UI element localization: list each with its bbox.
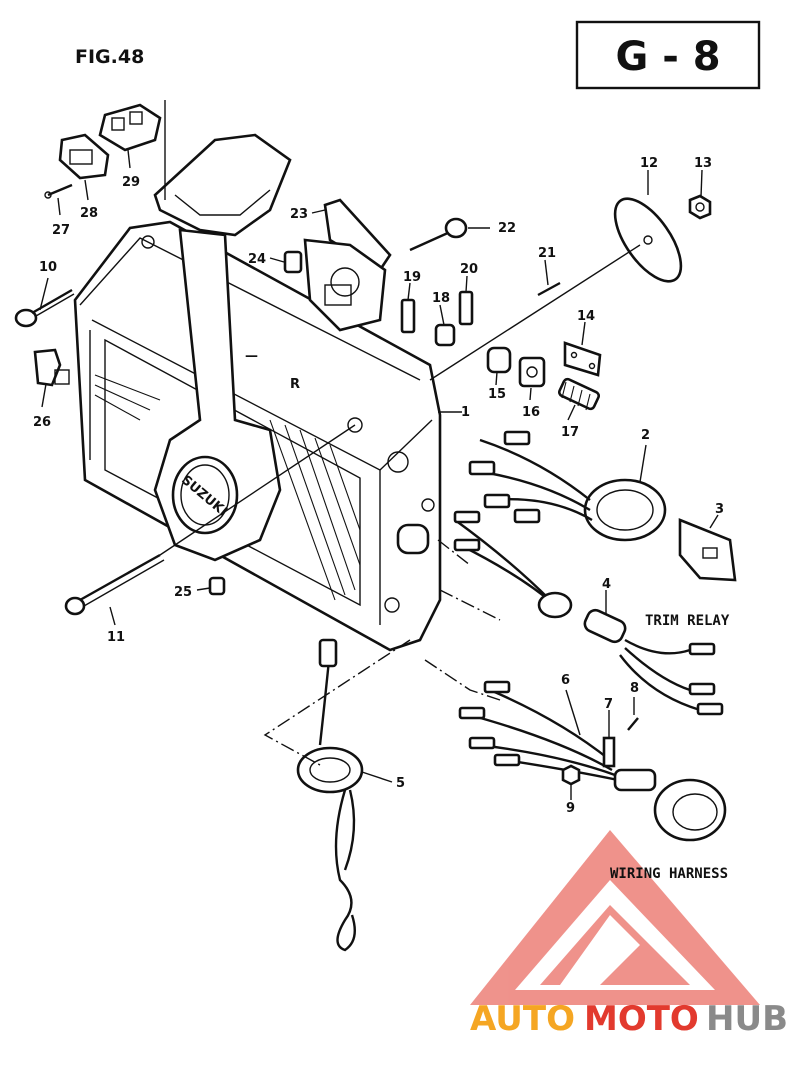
- box-hatching: [94, 374, 361, 601]
- part-3-key: [678, 518, 737, 582]
- part-number-6: 6: [561, 673, 570, 688]
- switch-hole-3: [384, 597, 400, 613]
- switch-hole-2: [421, 498, 435, 512]
- part-17-spring: [557, 377, 601, 411]
- part-number-3: 3: [715, 502, 724, 517]
- part-7-clamp: [602, 736, 616, 768]
- part-16-stop: [518, 356, 546, 388]
- shift-mark-dash: —: [245, 349, 258, 364]
- watermark-part2: MOTO: [584, 999, 699, 1039]
- part-number-9: 9: [566, 801, 575, 816]
- part-9-nut: [561, 764, 581, 786]
- part-15-cap: [486, 346, 512, 374]
- part-number-2: 2: [641, 428, 650, 443]
- part-number-10: 10: [39, 260, 57, 275]
- part-number-7: 7: [604, 697, 613, 712]
- part-23-bracket: [303, 198, 392, 332]
- part-number-labels: 1 2 3 4 5 6 7 8 9 10 11 12 13 14 15 16 1…: [33, 156, 724, 816]
- figure-label: FIG.48: [75, 46, 144, 68]
- part-14-plate: [563, 341, 602, 377]
- watermark-text: AUTO MOTO HUB: [470, 999, 788, 1039]
- part-number-14: 14: [577, 309, 595, 324]
- part-number-19: 19: [403, 270, 421, 285]
- part-number-25: 25: [174, 585, 192, 600]
- part-28-bracket: [58, 133, 110, 180]
- leader-lines: [39, 149, 719, 800]
- switch-hole-1: [387, 451, 409, 473]
- part-number-4: 4: [602, 577, 611, 592]
- part-6-wiring-harness: [458, 680, 727, 842]
- mount-hole-top: [141, 235, 155, 249]
- part-10-bolt: [14, 288, 75, 328]
- mount-hole-side: [347, 417, 363, 433]
- trim-relay-label: TRIM RELAY: [645, 613, 730, 629]
- part-19-clip: [400, 298, 416, 334]
- assembly-axis-line: [429, 244, 641, 381]
- part-number-15: 15: [488, 387, 506, 402]
- part-21-screw: [537, 281, 561, 297]
- part-number-5: 5: [396, 776, 405, 791]
- part-8-bolt: [627, 717, 639, 731]
- part-27-screw: [44, 183, 73, 199]
- part-12-washer: [613, 197, 683, 283]
- part-number-23: 23: [290, 207, 308, 222]
- part-number-27: 27: [52, 223, 70, 238]
- part-number-16: 16: [522, 405, 540, 420]
- part-number-26: 26: [33, 415, 51, 430]
- part-number-18: 18: [432, 291, 450, 306]
- part-18-spacer: [434, 323, 456, 347]
- watermark-part3: HUB: [706, 999, 788, 1039]
- route-trim: [437, 539, 471, 566]
- part-11-long-bolt: [64, 424, 356, 616]
- part-number-21: 21: [538, 246, 556, 261]
- part-number-20: 20: [460, 262, 478, 277]
- code-label: G - 8: [615, 34, 720, 80]
- wiring-harness-label: WIRING HARNESS: [610, 866, 728, 882]
- part-20-clip: [458, 290, 474, 326]
- shift-mark-r: R: [290, 377, 300, 392]
- part-4-trim-relay: [583, 608, 724, 716]
- watermark-logo: [470, 830, 760, 1005]
- control-handle: SUZUKI: [153, 133, 292, 562]
- watermark-part1: AUTO: [470, 999, 575, 1039]
- route-lanyard: [263, 639, 411, 766]
- part-number-8: 8: [630, 681, 639, 696]
- part-2-ignition-switch: [468, 430, 667, 542]
- part-number-12: 12: [640, 156, 658, 171]
- route-harness: [424, 659, 501, 701]
- part-number-1: 1: [461, 405, 470, 420]
- part-number-24: 24: [248, 252, 266, 267]
- part-number-28: 28: [80, 206, 98, 221]
- part-number-22: 22: [498, 221, 516, 236]
- part-26-bushing: [33, 348, 70, 387]
- part-5-lanyard-switch: [296, 638, 364, 952]
- part-24-nut: [283, 250, 303, 274]
- route-relay: [439, 589, 501, 621]
- part-25-grommet: [208, 576, 226, 596]
- trim-switch-wiring: [396, 510, 573, 619]
- part-22-bolt: [409, 217, 468, 252]
- part-29-switch: [98, 100, 166, 200]
- logo-g-mark: [540, 905, 690, 985]
- part-number-29: 29: [122, 175, 140, 190]
- part-number-17: 17: [561, 425, 579, 440]
- code-box: [575, 20, 761, 90]
- part-number-11: 11: [107, 630, 125, 645]
- part-13-nut: [688, 194, 712, 220]
- part-number-13: 13: [694, 156, 712, 171]
